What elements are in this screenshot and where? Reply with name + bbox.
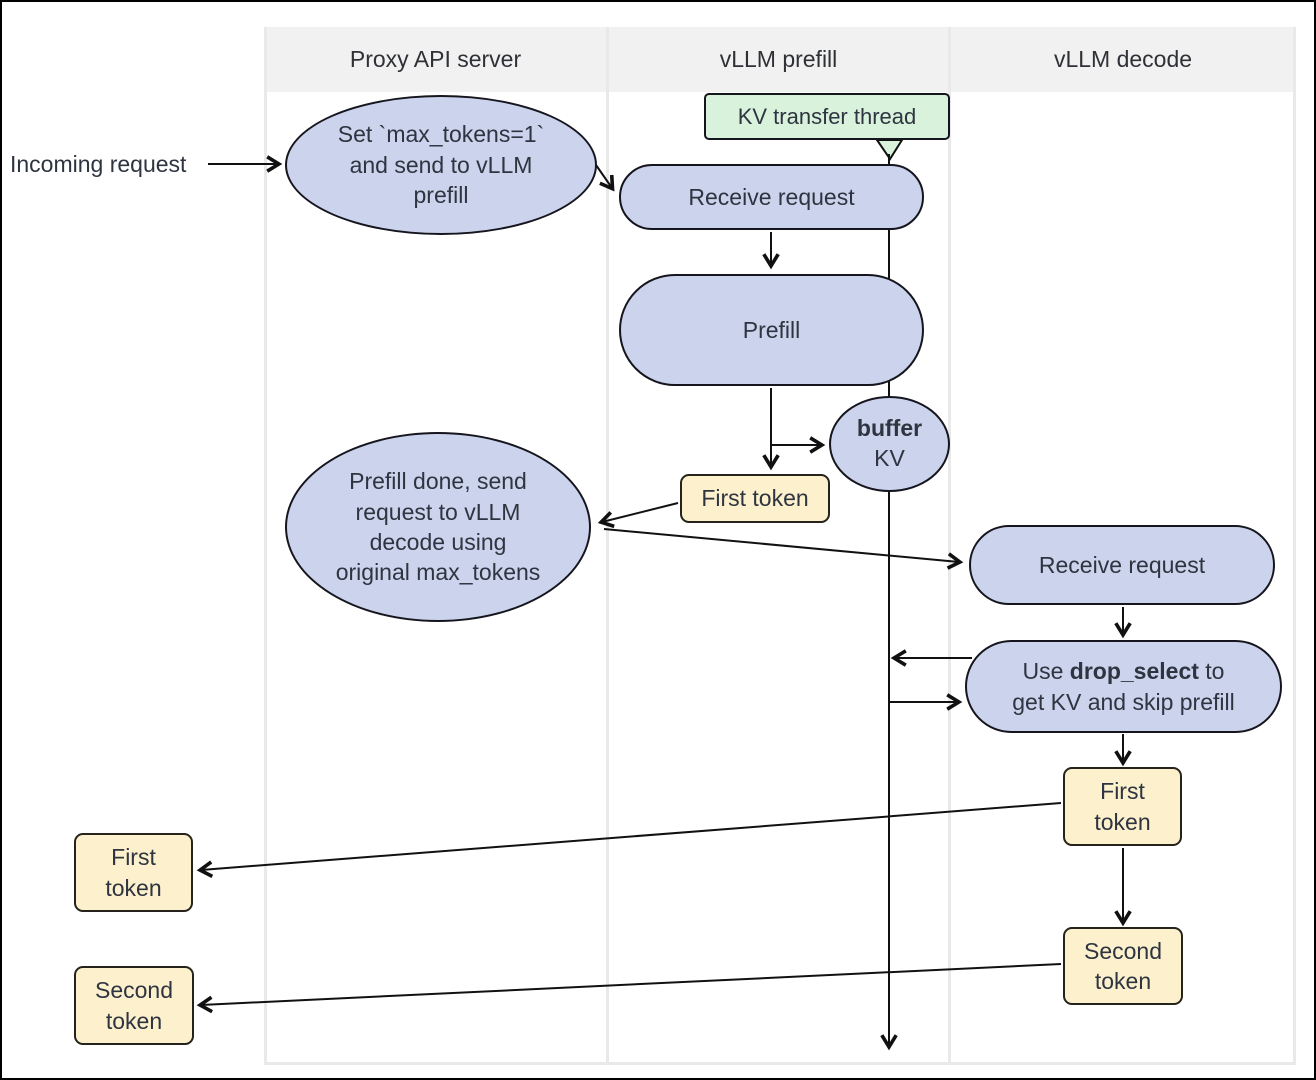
node-line: Receive request bbox=[1038, 551, 1206, 578]
incoming-request-label: Incoming request bbox=[10, 150, 187, 177]
node-text: Use bbox=[1022, 658, 1070, 685]
node-set-max-tokens: Set `max_tokens=1` and send to vLLM pref… bbox=[285, 95, 597, 235]
node-line: original max_tokens bbox=[335, 559, 541, 586]
node-first-token-output: First token bbox=[74, 833, 193, 912]
lane-header-vllm-decode: vLLM decode bbox=[951, 27, 1295, 92]
node-second-token-decode: Second token bbox=[1063, 927, 1183, 1005]
node-line: First bbox=[111, 844, 156, 871]
node-line: get KV and skip prefill bbox=[1012, 688, 1235, 715]
node-line: token bbox=[1094, 968, 1152, 994]
lane-bottom-edge bbox=[264, 1062, 1296, 1065]
node-line: token bbox=[1094, 808, 1151, 835]
arrow-first-token-to-output bbox=[196, 802, 1062, 878]
node-line: Receive request bbox=[688, 183, 855, 210]
arrow-prefill-done-to-decode-receive bbox=[603, 528, 964, 570]
node-line: and send to vLLM bbox=[349, 151, 533, 178]
node-line: First token bbox=[701, 485, 809, 512]
lane-header-vllm-prefill: vLLM prefill bbox=[609, 27, 948, 92]
node-line: Set `max_tokens=1` bbox=[337, 121, 545, 148]
arrow-first-token-to-prefill-done bbox=[597, 502, 679, 529]
node-text: to bbox=[1198, 658, 1225, 685]
node-text-bold: drop_select bbox=[1069, 658, 1199, 685]
node-line: Prefill bbox=[742, 316, 801, 343]
arrow-proxy-to-prefill-receive bbox=[595, 164, 615, 192]
node-drop-select: Use drop_select to get KV and skip prefi… bbox=[965, 640, 1282, 733]
node-line: KV transfer thread bbox=[737, 103, 917, 129]
lane-divider bbox=[264, 27, 267, 1064]
node-line: KV bbox=[874, 445, 905, 471]
lane-divider bbox=[1293, 27, 1296, 1064]
node-receive-request-prefill: Receive request bbox=[619, 164, 924, 230]
node-second-token-output: Second token bbox=[74, 966, 194, 1045]
node-first-token-decode: First token bbox=[1063, 767, 1182, 846]
node-line: Second bbox=[1083, 937, 1162, 964]
lane-divider bbox=[606, 27, 609, 1064]
node-first-token-prefill: First token bbox=[680, 474, 830, 523]
node-line: Second bbox=[94, 977, 173, 1004]
node-prefill-done: Prefill done, send request to vLLM decod… bbox=[285, 432, 591, 622]
node-kv-transfer-thread: KV transfer thread bbox=[704, 93, 950, 140]
arrow-second-token-to-output bbox=[196, 963, 1062, 1014]
lane-divider bbox=[948, 27, 951, 1064]
node-line: request to vLLM bbox=[355, 498, 521, 525]
node-line: Prefill done, send bbox=[349, 468, 527, 495]
node-line: decode using bbox=[369, 529, 507, 555]
lane-header-proxy: Proxy API server bbox=[265, 27, 606, 92]
kv-thread-callout-tail bbox=[875, 139, 904, 161]
node-line: token bbox=[105, 1007, 163, 1034]
node-receive-request-decode: Receive request bbox=[969, 525, 1275, 605]
node-line: First bbox=[1100, 778, 1145, 805]
node-line: Use drop_select to bbox=[1023, 656, 1225, 686]
node-line: buffer bbox=[856, 415, 923, 442]
node-line: prefill bbox=[413, 182, 469, 209]
node-prefill: Prefill bbox=[619, 274, 924, 386]
node-buffer-kv: buffer KV bbox=[829, 396, 950, 492]
node-line: token bbox=[105, 874, 162, 901]
